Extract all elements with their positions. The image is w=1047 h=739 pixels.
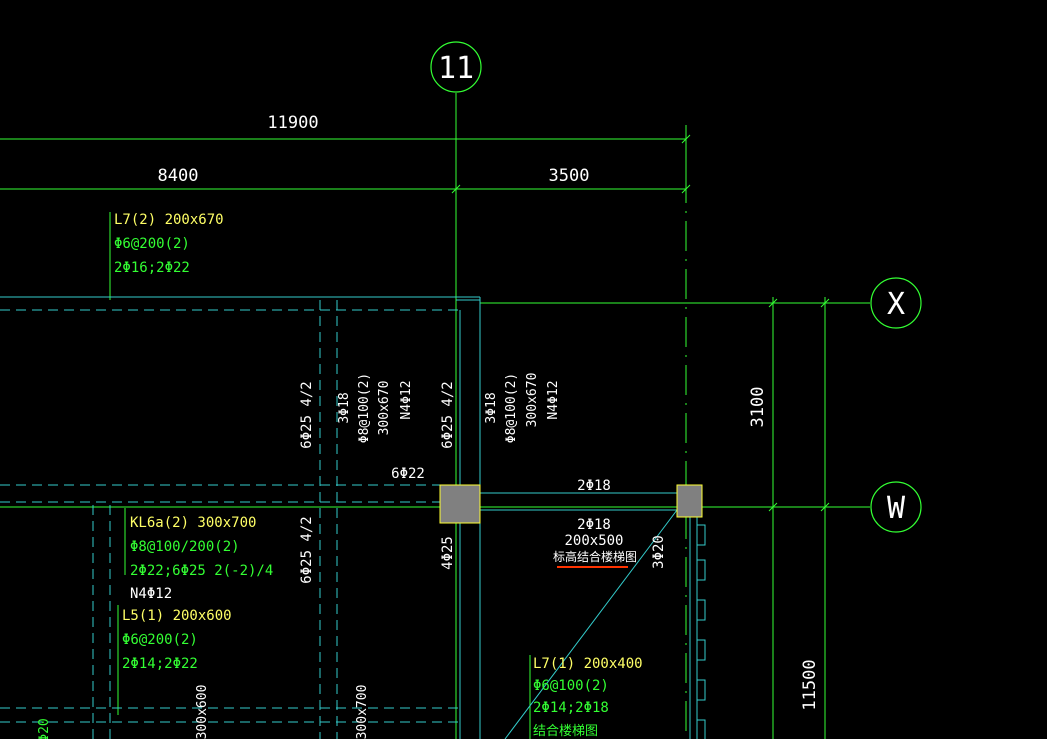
- beam-top-rebar: 2Φ18: [577, 478, 611, 494]
- beam-name: L7(2) 200x670: [114, 212, 224, 228]
- dim-x-w: 3100: [748, 387, 768, 428]
- beam-stirrup: Φ6@200(2): [114, 236, 190, 252]
- beam-stirrup: Φ8@100/200(2): [130, 539, 240, 555]
- axis-label-11: 11: [438, 51, 474, 86]
- beam-stirrup: Φ6@200(2): [122, 632, 198, 648]
- bottom-label-b: 300x700: [355, 685, 370, 739]
- beam-name: KL6a(2) 300x700: [130, 515, 256, 531]
- rebar-label-v1: 6Φ25 4/2: [299, 381, 315, 448]
- beam-side-rebar: N4Φ12: [130, 586, 172, 602]
- bottom-label-c: Φ20: [37, 718, 52, 739]
- rebar-label-v2: 6Φ25 4/2: [440, 381, 456, 448]
- axis-bubble-w[interactable]: W: [870, 481, 922, 533]
- axis-bubble-11[interactable]: 11: [430, 41, 482, 93]
- axis-bubble-x[interactable]: X: [870, 277, 922, 329]
- beam-side-rebar: N4Φ12: [546, 380, 561, 419]
- beam-main-rebar: 2Φ22;6Φ25 2(-2)/4: [130, 563, 273, 579]
- rebar-label-top: 6Φ22: [391, 466, 425, 482]
- beam-elevation-note: 标高结合楼梯图: [553, 549, 637, 564]
- dim-right: 3500: [549, 166, 590, 186]
- axis-label-w: W: [887, 491, 906, 526]
- beam-note-l5-1[interactable]: L5(1) 200x600 Φ6@200(2) 2Φ14;2Φ22: [122, 608, 232, 672]
- beam-top-rebar: 3Φ18: [484, 392, 499, 423]
- beam-note-kl6a[interactable]: KL6a(2) 300x700 Φ8@100/200(2) 2Φ22;6Φ25 …: [130, 515, 273, 602]
- beam-name: L7(1) 200x400: [533, 656, 643, 672]
- beam-note-l7-1[interactable]: L7(1) 200x400 Φ6@100(2) 2Φ14;2Φ18 结合楼梯图: [533, 656, 643, 739]
- beam-note: 结合楼梯图: [533, 724, 598, 739]
- beam-stirrup: Φ6@100(2): [533, 678, 609, 694]
- beam-main-rebar: 2Φ14;2Φ22: [122, 656, 198, 672]
- column-right-w[interactable]: [676, 484, 703, 518]
- beam-name: L5(1) 200x600: [122, 608, 232, 624]
- beam-note-stair[interactable]: 2Φ18 2Φ18 200x500 标高结合楼梯图: [553, 478, 637, 568]
- beam-size: 200x500: [564, 533, 623, 549]
- column-grid-11-w[interactable]: [439, 484, 481, 524]
- beam-side-rebar: N4Φ12: [399, 380, 414, 419]
- rebar-label-v3: 6Φ25 4/2: [299, 516, 315, 583]
- beam-bottom-rebar: 2Φ18: [577, 517, 611, 533]
- beam-note-vertical-a[interactable]: 3Φ18 Φ8@100(2) 300x670 N4Φ12: [337, 373, 414, 443]
- beam-main-rebar: 2Φ16;2Φ22: [114, 260, 190, 276]
- beam-size: 300x670: [525, 373, 540, 428]
- beam-note-l7-2[interactable]: L7(2) 200x670 Φ6@200(2) 2Φ16;2Φ22: [114, 212, 224, 276]
- beam-main-rebar: 2Φ14;2Φ18: [533, 700, 609, 716]
- bottom-label-a: 300x600: [195, 685, 210, 739]
- dim-w-below: 11500: [800, 659, 820, 710]
- dim-left: 8400: [158, 166, 199, 186]
- beam-top-rebar: 3Φ18: [337, 392, 352, 423]
- beam-stirrup: Φ8@100(2): [357, 373, 372, 443]
- rebar-label-col-bottom: 4Φ25: [440, 536, 456, 570]
- beam-lines: [0, 296, 706, 739]
- axis-label-x: X: [887, 287, 905, 322]
- beam-stirrup: Φ8@100(2): [504, 373, 519, 443]
- grid-lines: [0, 93, 870, 739]
- dim-overall: 11900: [267, 113, 318, 133]
- rebar-label-right-col: 3Φ20: [651, 535, 667, 569]
- beam-note-vertical-b[interactable]: 3Φ18 Φ8@100(2) 300x670 N4Φ12: [484, 373, 561, 444]
- beam-size: 300x670: [377, 381, 392, 436]
